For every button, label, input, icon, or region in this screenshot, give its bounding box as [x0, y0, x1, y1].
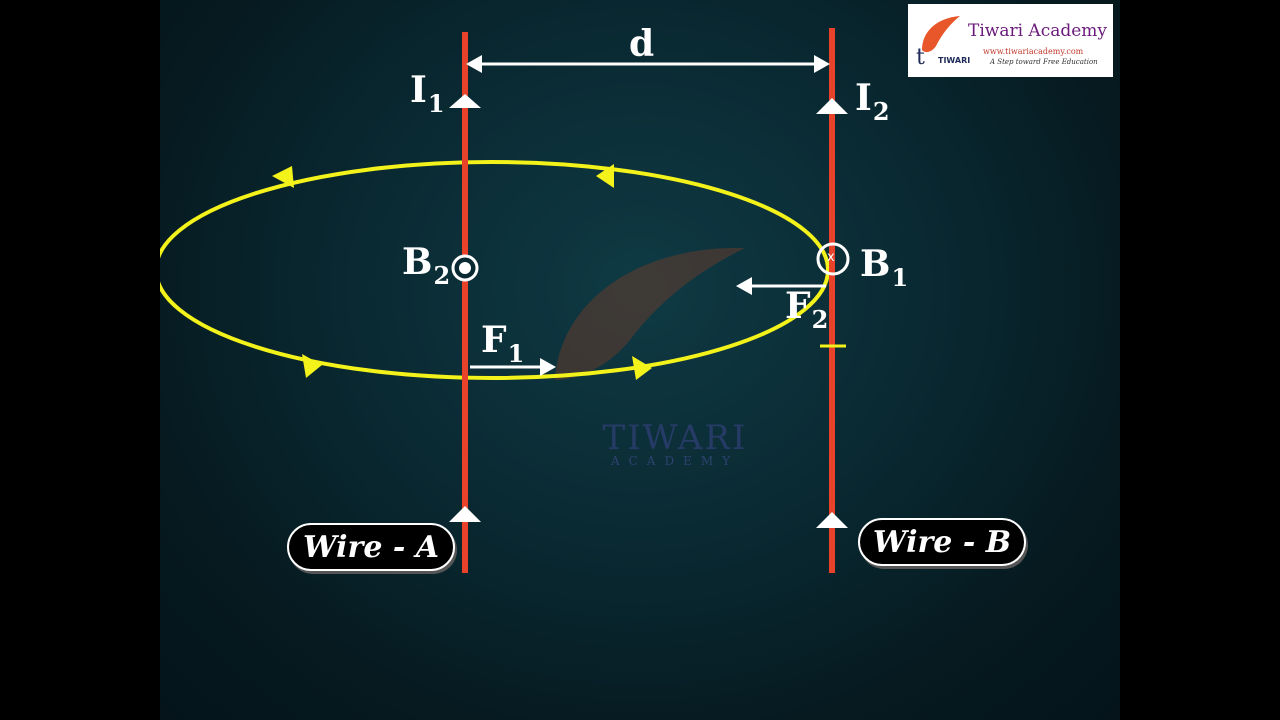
- current-i2-label: I2: [855, 77, 890, 126]
- logo-mark: TIWARI: [938, 56, 971, 65]
- tiwari-academy-logo: t TIWARI Tiwari Academy www.tiwariacadem…: [908, 4, 1113, 77]
- logo-leaf-icon: t: [916, 16, 960, 70]
- field-arrow-bottom-right: [632, 356, 652, 380]
- field-b2-label: B2: [402, 241, 451, 290]
- logo-url: www.tiwariacademy.com: [983, 47, 1084, 56]
- current-arrow-b-top: [816, 98, 848, 114]
- svg-text:t: t: [916, 45, 925, 70]
- logo-title: Tiwari Academy: [968, 21, 1108, 41]
- watermark-subtitle: ACADEMY: [610, 454, 740, 468]
- logo-tagline: A Step toward Free Education: [990, 58, 1098, 66]
- field-arrow-bottom-left: [302, 354, 322, 378]
- field-arrow-top-left: [272, 166, 294, 188]
- current-arrow-a-bottom: [449, 506, 481, 522]
- distance-label: d: [629, 23, 655, 65]
- watermark-leaf-icon: [555, 247, 745, 380]
- current-i1-label: I1: [410, 69, 445, 118]
- field-arrow-top-right: [596, 164, 614, 188]
- distance-arrow-right-head: [814, 55, 830, 73]
- current-arrow-a-top: [449, 94, 481, 108]
- current-arrow-b-bottom: [816, 512, 848, 528]
- wire-b-label: Wire - B: [858, 518, 1026, 566]
- force-f1-arrow-head: [540, 358, 556, 376]
- force-f2-label: F2: [785, 285, 829, 334]
- watermark: TIWARI ACADEMY: [600, 418, 750, 468]
- force-f1-label: F1: [481, 319, 525, 368]
- field-b1-label: B1: [860, 243, 909, 292]
- magnetic-field-line: [160, 160, 830, 380]
- distance-arrow-left-head: [466, 55, 482, 73]
- diagram-background: [160, 0, 1120, 720]
- wire-a-label: Wire - A: [287, 523, 455, 571]
- cross-symbol-label: x: [827, 250, 835, 265]
- watermark-title: TIWARI: [602, 418, 748, 458]
- field-into-page-icon: [816, 242, 850, 276]
- force-f2-arrow-head: [736, 277, 752, 295]
